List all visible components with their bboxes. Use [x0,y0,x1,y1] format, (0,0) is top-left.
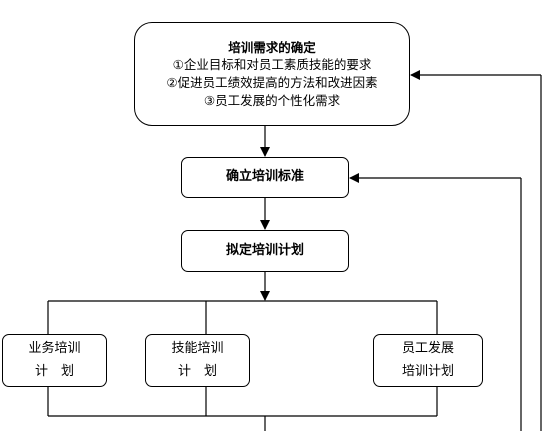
training-needs-title: 培训需求的确定 [228,39,316,55]
development-training-plan-line2: 培训计划 [401,363,454,379]
skill-training-plan-line1: 技能培训 [171,341,224,357]
training-needs-item-3: ③员工发展的个性化需求 [203,92,341,108]
skill-training-plan-line2: 计 划 [177,363,217,379]
development-training-plan-line1: 员工发展 [401,341,454,357]
training-needs-box: 培训需求的确定 ①企业目标和对员工素质技能的要求 ②促进员工绩效提高的方法和改进… [134,22,410,126]
skill-training-plan-box: 技能培训 计 划 [145,334,250,387]
business-training-plan-line1: 业务培训 [28,341,81,357]
training-needs-item-2: ②促进员工绩效提高的方法和改进因素 [166,75,378,90]
training-standard-label: 确立培训标准 [225,169,304,185]
training-plan-label: 拟定培训计划 [225,242,304,258]
business-training-plan-line2: 计 划 [34,363,74,379]
business-training-plan-box: 业务培训 计 划 [2,334,107,387]
training-plan-box: 拟定培训计划 [181,230,349,272]
development-training-plan-box: 员工发展 培训计划 [373,334,483,387]
training-standard-box: 确立培训标准 [181,157,349,198]
training-needs-item-1: ①企业目标和对员工素质技能的要求 [172,57,372,73]
